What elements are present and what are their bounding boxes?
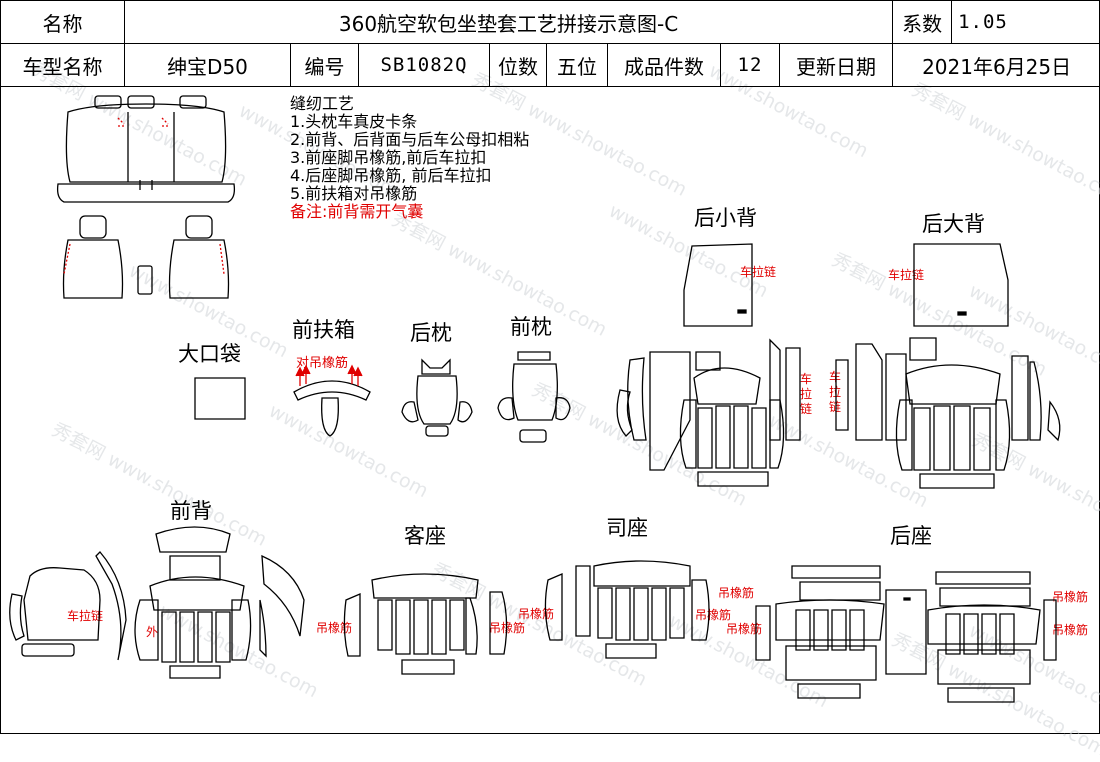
label-front-back: 前背 [170,499,212,523]
red-label-zipper: 车拉链 [888,268,925,282]
red-label-elastic: 吊橡筋 [1052,623,1089,637]
date-label: 更新日期 [778,43,894,87]
red-label-elastic: 吊橡筋 [1052,590,1089,604]
header-table: 名称 360航空软包坐垫套工艺拼接示意图-C 系数 1.05 车型名称 绅宝D5… [0,0,1100,87]
label-front-pillow: 前枕 [510,315,552,339]
driver-seat-pieces [545,561,709,658]
red-label-armrest-elastic: 对吊橡筋 [296,356,349,371]
pieces-label: 成品件数 [607,43,721,87]
rear-bench-overview [58,96,235,202]
label-rear-small-back: 后小背 [694,206,757,230]
red-label-zipper-vertical: 车拉链 [829,370,842,414]
label-rear-pillow: 后枕 [410,321,452,345]
notes-item: 3.前座脚吊橡筋,前后车拉扣 [290,148,487,167]
rear-small-back-pieces [617,340,800,486]
notes-remark: 备注:前背需开气囊 [290,202,424,221]
label-big-pocket: 大口袋 [178,342,241,366]
notes-item: 5.前扶箱对吊橡筋 [290,184,418,203]
front-pillow-pieces [498,352,570,442]
seats-value: 五位 [546,43,608,87]
red-label-elastic: 吊橡筋 [726,622,763,636]
label-front-armrest: 前扶箱 [292,318,355,342]
red-label-elastic: 吊橡筋 [695,608,732,622]
rear-small-back-panel [684,244,752,326]
notes-title: 缝纫工艺 [290,94,355,113]
red-label-zipper: 车拉链 [740,265,777,279]
label-rear-seat: 后座 [890,524,932,548]
seats-label: 位数 [489,43,547,87]
rear-big-back-panel [914,244,1008,326]
rear-pillow-pieces [402,360,472,436]
document-title: 360航空软包坐垫套工艺拼接示意图-C [123,0,894,44]
rear-big-back-pieces [836,338,1060,488]
red-label-zipper-vertical: 车拉链 [800,372,813,416]
code-label: 编号 [290,43,359,87]
notes-item: 2.前背、后背面与后车公母扣相粘 [290,130,530,149]
notes-item: 1.头枕车真皮卡条 [290,112,418,131]
sewing-notes: 缝纫工艺 1.头枕车真皮卡条 2.前背、后背面与后车公母扣相粘 3.前座脚吊橡筋… [290,95,529,221]
label-rear-big-back: 后大背 [922,212,985,236]
red-label-zipper: 车拉链 [67,609,104,623]
red-label-elastic: 吊橡筋 [718,586,755,600]
code-value: SB1082Q [358,43,490,87]
front-seats-overview [64,216,229,298]
red-label-elastic: 吊橡筋 [316,621,353,635]
label-driver-seat: 司座 [606,516,648,540]
date-value: 2021年6月25日 [892,43,1100,87]
front-armrest-pieces [294,366,370,436]
pieces-value: 12 [720,43,780,87]
label-passenger-seat: 客座 [404,524,446,548]
big-pocket-piece [195,378,245,419]
model-value: 绅宝D50 [124,43,291,87]
passenger-seat-pieces [344,574,506,674]
notes-item: 4.后座脚吊橡筋, 前后车拉扣 [290,166,492,185]
front-back-pieces [10,527,304,678]
coef-value: 1.05 [951,0,1100,44]
red-label-outer: 外 [146,625,159,639]
rear-seat-pieces [756,566,1056,702]
model-label: 车型名称 [0,43,125,87]
pattern-drawing [0,0,1100,734]
